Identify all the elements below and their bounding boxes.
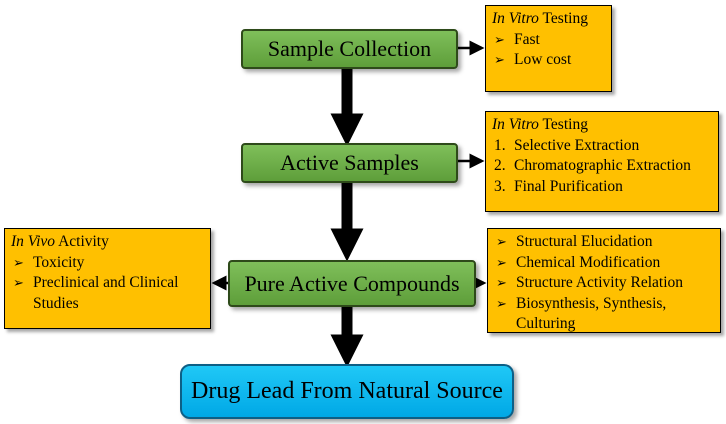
arrowhead-bullet-icon: ➢ (496, 295, 507, 311)
structural-elucidation-note: ➢Structural Elucidation ➢Chemical Modifi… (487, 228, 721, 333)
in-vivo-activity-note: In Vivo Activity ➢Toxicity ➢Preclinical … (4, 228, 211, 329)
list-item: 2.Chromatographic Extraction (492, 156, 712, 177)
list-number: 1. (494, 136, 506, 154)
arrowhead-bullet-icon: ➢ (496, 275, 507, 290)
in-vitro-testing-note-middle: In Vitro Testing 1.Selective Extraction … (485, 111, 719, 212)
note-heading: In Vitro Testing (492, 116, 588, 133)
list-number: 2. (494, 157, 506, 174)
list-item: ➢Structure Activity Relation (494, 273, 714, 294)
list-item: ➢Toxicity (11, 253, 204, 274)
list-item: ➢Chemical Modification (494, 253, 714, 274)
list-item: ➢Structural Elucidation (494, 232, 714, 253)
list-item: ➢Preclinical and Clinical Studies (13, 274, 179, 312)
note-heading: In Vivo Activity (11, 233, 109, 250)
list-item: ➢Low cost (492, 50, 605, 71)
note-heading: In Vitro Testing (492, 10, 588, 27)
arrowhead-bullet-icon: ➢ (494, 31, 505, 47)
list-item: ➢Fast (492, 30, 605, 51)
arrowhead-bullet-icon: ➢ (13, 275, 24, 290)
list-item: 1.Selective Extraction (492, 136, 712, 157)
drug-lead-node: Drug Lead From Natural Source (180, 364, 514, 419)
arrowhead-bullet-icon: ➢ (496, 234, 507, 249)
list-number: 3. (494, 177, 506, 195)
list-item: ➢Biosynthesis, Synthesis, Culturing (496, 294, 667, 333)
arrowhead-bullet-icon: ➢ (13, 254, 24, 270)
sample-collection-node: Sample Collection (241, 29, 458, 69)
list-item: 3.Final Purification (492, 177, 712, 198)
arrowhead-bullet-icon: ➢ (496, 254, 507, 270)
arrowhead-bullet-icon: ➢ (494, 52, 505, 67)
pure-active-compounds-node: Pure Active Compounds (228, 260, 476, 307)
in-vitro-testing-note-top: In Vitro Testing ➢Fast ➢Low cost (485, 5, 612, 92)
active-samples-node: Active Samples (241, 143, 458, 183)
